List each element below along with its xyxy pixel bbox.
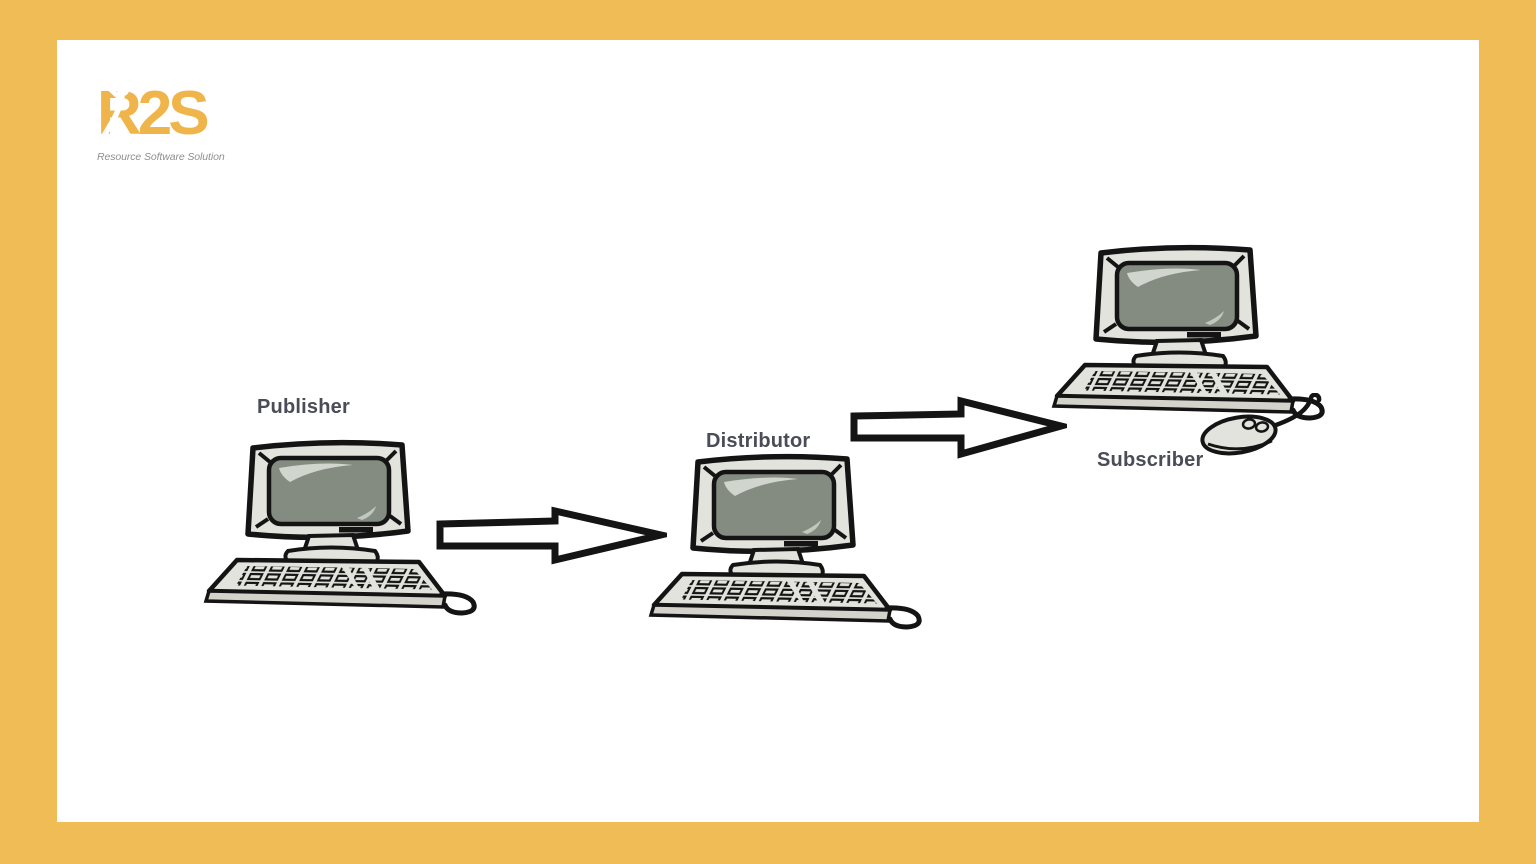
logo-person-icon [101, 84, 129, 139]
computer-icon-distributor [638, 452, 928, 630]
slide-canvas: R2S Resource Software Solution Publisher… [57, 40, 1479, 822]
arrow-distributor-to-subscriber [850, 396, 1067, 459]
node-label-subscriber: Subscriber [1097, 449, 1204, 471]
desktop-computer-icon [206, 443, 474, 613]
logo-tagline: Resource Software Solution [97, 151, 225, 163]
r2s-logo: R2S Resource Software Solution [97, 78, 257, 163]
r2s-logo-mark: R2S [97, 79, 211, 148]
replication-diagram: Publisher Distributor Subscriber [57, 40, 1479, 822]
node-label-publisher: Publisher [257, 396, 350, 418]
arrow-publisher-to-distributor [436, 506, 667, 565]
desktop-computer-icon [651, 457, 919, 627]
node-label-distributor: Distributor [706, 430, 811, 452]
mouse-icon-subscriber [1200, 393, 1322, 456]
